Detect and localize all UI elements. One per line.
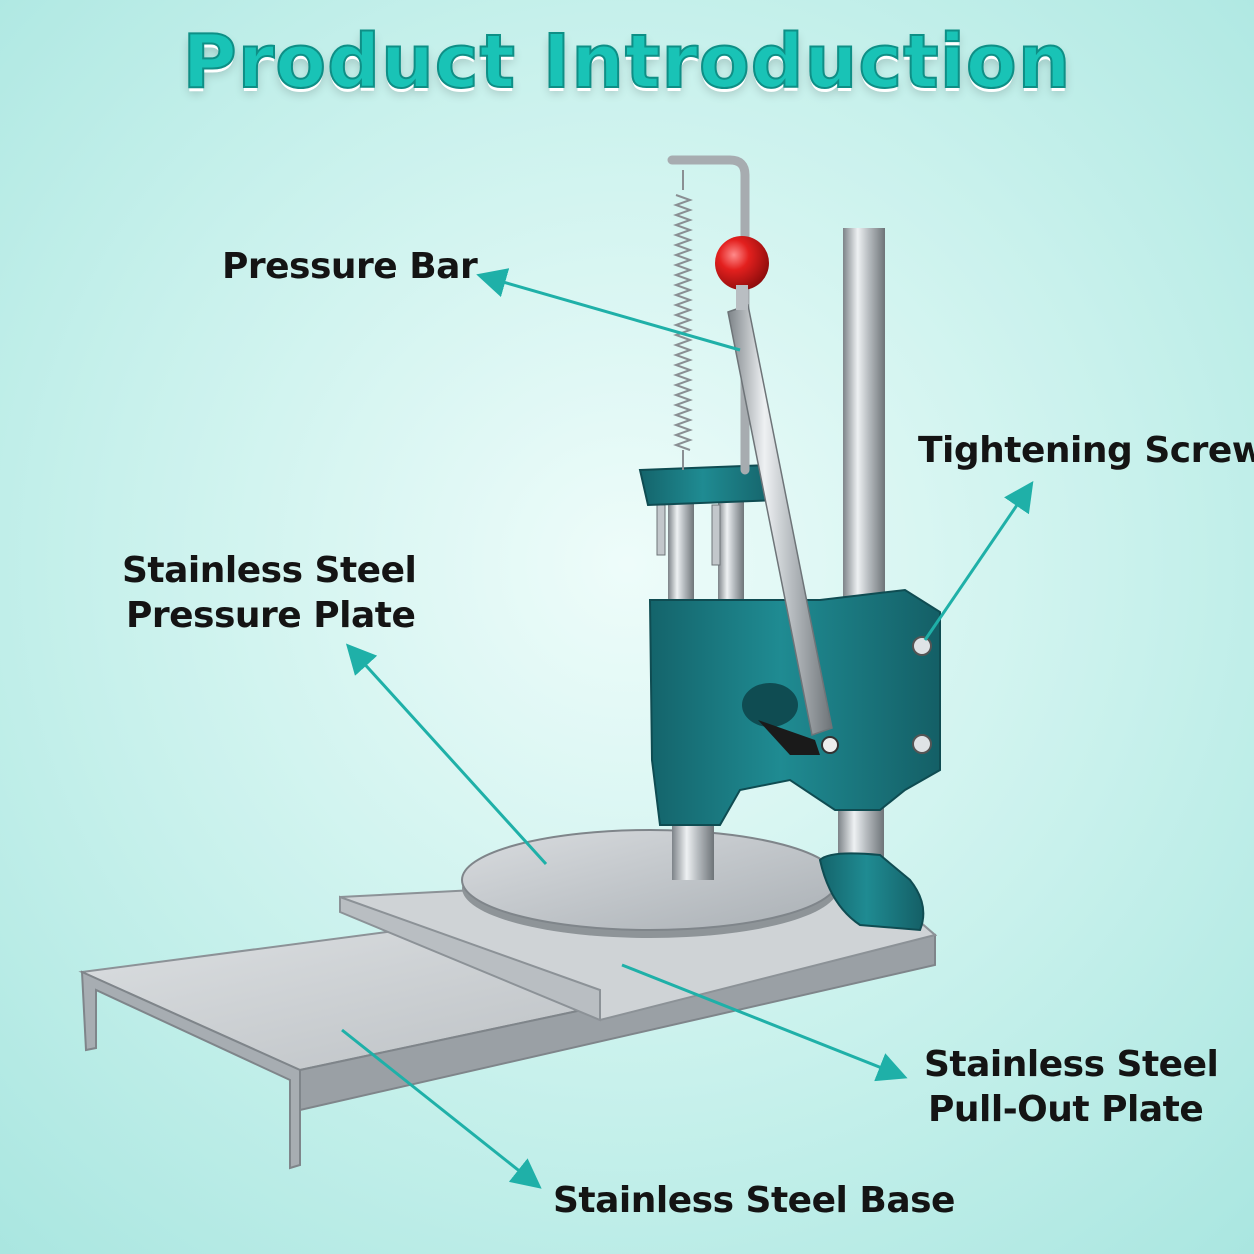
- tightening-screw-bolts: [912, 636, 932, 754]
- top-hook-bar: [667, 155, 750, 475]
- label-pull-out-plate-line1: Stainless Steel: [924, 1044, 1219, 1085]
- arrow-pressure-plate: [345, 643, 548, 866]
- page-title: Product Introduction: [182, 19, 1072, 105]
- stainless-steel-pressure-plate: [461, 829, 839, 938]
- label-pressure-plate-line1: Stainless Steel: [122, 550, 417, 591]
- label-pull-out-plate: Stainless Steel Pull-Out Plate: [924, 1042, 1219, 1132]
- return-spring: [673, 170, 693, 470]
- lever-pivot-hub: [742, 683, 839, 755]
- label-pressure-bar: Pressure Bar: [222, 246, 478, 287]
- arrow-pressure-bar: [476, 268, 741, 352]
- label-pressure-plate: Stainless Steel Pressure Plate: [122, 548, 417, 638]
- label-stainless-steel-base: Stainless Steel Base: [553, 1180, 955, 1221]
- right-column: [843, 228, 885, 628]
- arrow-tightening-screws: [923, 481, 1034, 641]
- foot-casting: [818, 852, 925, 932]
- pressure-bar-lever: [715, 236, 833, 736]
- annotation-arrows: [341, 268, 1034, 1189]
- arrow-pull-out-plate: [621, 963, 908, 1082]
- screw-right: [711, 504, 721, 566]
- label-pressure-plate-line2: Pressure Plate: [126, 595, 416, 636]
- label-pull-out-plate-line2: Pull-Out Plate: [928, 1089, 1204, 1130]
- arrow-base: [341, 1028, 542, 1189]
- label-tightening-screws: Tightening Screws: [918, 430, 1254, 471]
- screw-left: [656, 504, 666, 556]
